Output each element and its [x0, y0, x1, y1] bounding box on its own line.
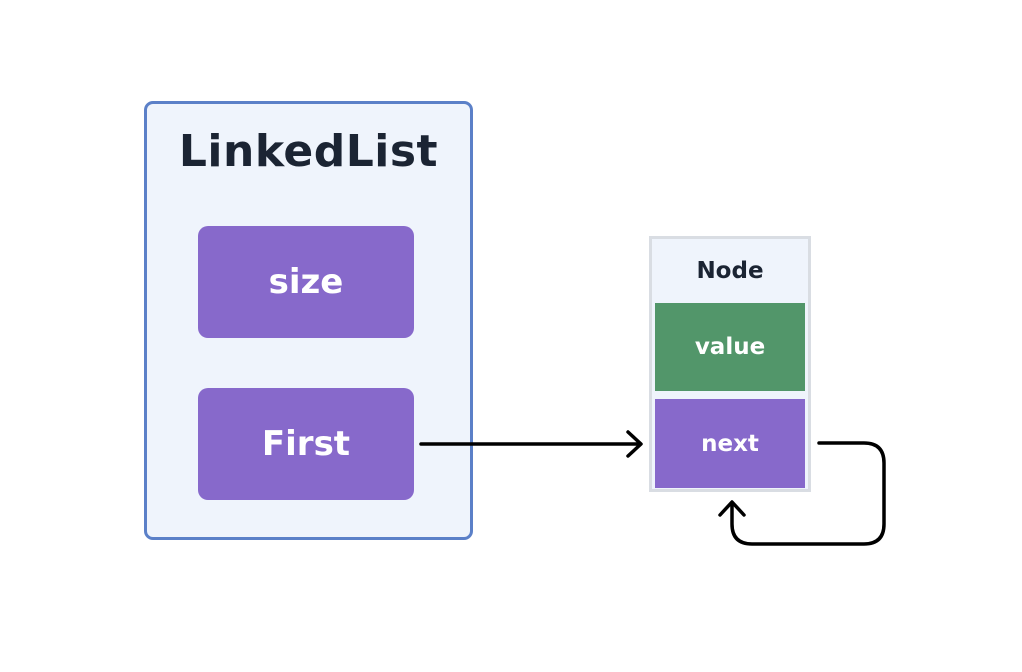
first-field: First — [198, 388, 414, 500]
size-field: size — [198, 226, 414, 338]
value-field: value — [655, 303, 805, 391]
first-to-node-arrow — [419, 430, 643, 458]
next-field: next — [655, 399, 805, 488]
node-title: Node — [696, 257, 764, 284]
linked-list-container: LinkedList size First — [144, 101, 473, 540]
linked-list-title: LinkedList — [178, 126, 439, 177]
node-container: Node value next — [649, 236, 811, 492]
next-self-loop-arrow — [718, 441, 886, 546]
